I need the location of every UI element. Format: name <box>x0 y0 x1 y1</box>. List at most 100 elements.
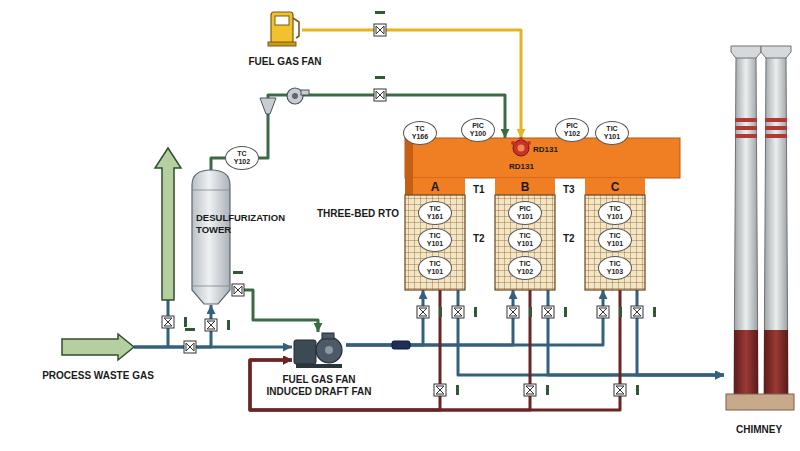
burner-tag: RD131 <box>533 145 558 155</box>
vent-arrow <box>155 148 181 347</box>
chimney-stacks-part <box>734 56 758 395</box>
art-part-part <box>546 385 549 395</box>
flow-meter <box>392 341 410 349</box>
pipe-connector <box>548 290 724 375</box>
chimney: CHIMNEY <box>724 44 794 412</box>
art-part-part <box>452 306 464 318</box>
node-label: PROCESS WASTE GAS <box>42 370 154 382</box>
art-part-part <box>524 384 536 396</box>
instrument-tag: TIC Y101 <box>604 205 626 221</box>
zone-label: T3 <box>563 184 575 196</box>
fuel-pump-icon-part <box>268 42 296 46</box>
instrument-tag: TIC Y161 <box>424 205 446 221</box>
art-part-part <box>436 386 444 394</box>
art-part-part <box>207 321 215 329</box>
node-label: FUEL GAS FAN <box>248 56 321 68</box>
fuel-pump-icon-part <box>275 16 289 25</box>
fuel-gas-fan: FUEL GAS FAN <box>268 10 302 46</box>
node-label: DESULFURIZATION TOWER <box>196 212 321 236</box>
induced-draft-fan: FUEL GAS FAN INDUCED DRAFT FAN <box>292 332 346 368</box>
node-label: B <box>495 178 555 194</box>
burner-icon-part <box>513 140 529 156</box>
art-part <box>597 306 622 318</box>
process-gas-arrow <box>62 334 134 360</box>
chimney-stacks-part <box>765 134 787 138</box>
induced-draft-fan-icon-part <box>322 333 334 339</box>
art-part-part <box>185 328 195 331</box>
burner-icon <box>511 137 531 156</box>
art-part-part <box>542 306 554 318</box>
chimney-stacks-part <box>731 46 761 58</box>
art-part <box>162 316 187 328</box>
art-part-part <box>529 307 532 317</box>
zone-label: T1 <box>473 184 485 196</box>
chimney-stacks-part <box>761 46 791 58</box>
art-part-part <box>526 386 534 394</box>
instrument-tag: TIC Y101 <box>514 232 536 248</box>
instrument-bubble: PIC Y100 <box>461 118 495 142</box>
art-part-part <box>184 317 187 327</box>
art-part-part <box>164 318 172 326</box>
burner-icon-part <box>519 137 523 141</box>
instrument-tag: TIC Y102 <box>514 260 536 276</box>
art-part-part <box>619 307 622 317</box>
instrument-tag: TIC Y101 <box>424 232 446 248</box>
art-part-part <box>374 89 386 101</box>
instrument-bubble: TIC Y102 <box>508 256 542 280</box>
instrument-bubble: TIC Y101 <box>598 228 632 252</box>
pipe-connector <box>232 290 318 332</box>
art-part-part <box>186 343 194 351</box>
art-part <box>184 328 196 353</box>
pipe-connector <box>134 305 211 347</box>
art-part-part <box>184 341 196 353</box>
art-part-part <box>631 306 643 318</box>
instrument-bubble: TIC Y101 <box>418 228 452 252</box>
zone-label: T2 <box>473 233 485 245</box>
pipe-connector <box>250 290 530 410</box>
instrument-bubble: TC Y166 <box>403 121 437 145</box>
chimney-stacks <box>726 46 794 410</box>
ceramic-beds <box>405 195 645 290</box>
regenerator-bed: BPIC Y101TIC Y101TIC Y102 <box>495 178 555 290</box>
induced-draft-fan-icon-part <box>294 340 316 364</box>
art-part-part <box>162 316 174 328</box>
art-part-part <box>636 385 639 395</box>
instrument-bubble: TIC Y161 <box>418 201 452 225</box>
cyclone-and-blower <box>260 88 309 114</box>
induced-draft-fan-icon-part <box>296 364 342 368</box>
regenerator-bed: ATIC Y161TIC Y101TIC Y101 <box>405 178 465 290</box>
pipe-connector <box>211 158 225 170</box>
art-part-part <box>439 307 442 317</box>
fuel-pump-icon <box>268 12 299 46</box>
ceramic-beds-part <box>585 195 645 290</box>
pipe-connector <box>250 290 620 410</box>
instrument-tag: PIC Y100 <box>467 122 489 138</box>
instrument-bubble: TIC Y101 <box>508 228 542 252</box>
art-part <box>374 11 386 36</box>
chimney-stacks-part <box>734 330 758 395</box>
art-part-part <box>376 91 384 99</box>
induced-draft-fan-icon-part <box>316 337 342 363</box>
art-part <box>452 306 477 318</box>
chimney-stacks-part <box>726 394 794 410</box>
pipe-connector <box>346 290 513 345</box>
desulfurization-vessel-part <box>192 170 230 304</box>
vent-arrow-part <box>155 148 181 300</box>
art-part-part <box>597 306 609 318</box>
chimney-stacks-part <box>765 118 787 122</box>
induced-draft-fan-icon-part <box>325 346 333 354</box>
art-part-part <box>233 271 243 274</box>
combustion-chamber-part <box>405 138 413 195</box>
art-part-part <box>234 286 242 294</box>
chimney-stacks-part <box>735 126 757 130</box>
art-part-part <box>232 284 244 296</box>
node-label: CHIMNEY <box>736 424 782 436</box>
instrument-tag: TC Y166 <box>409 125 431 141</box>
ceramic-beds-part <box>495 195 555 290</box>
node-label: A <box>405 178 465 194</box>
art-part-part <box>454 308 462 316</box>
burner-icon-part <box>511 141 515 145</box>
desulfurization-vessel-part <box>192 190 230 191</box>
art-part-part <box>205 319 217 331</box>
